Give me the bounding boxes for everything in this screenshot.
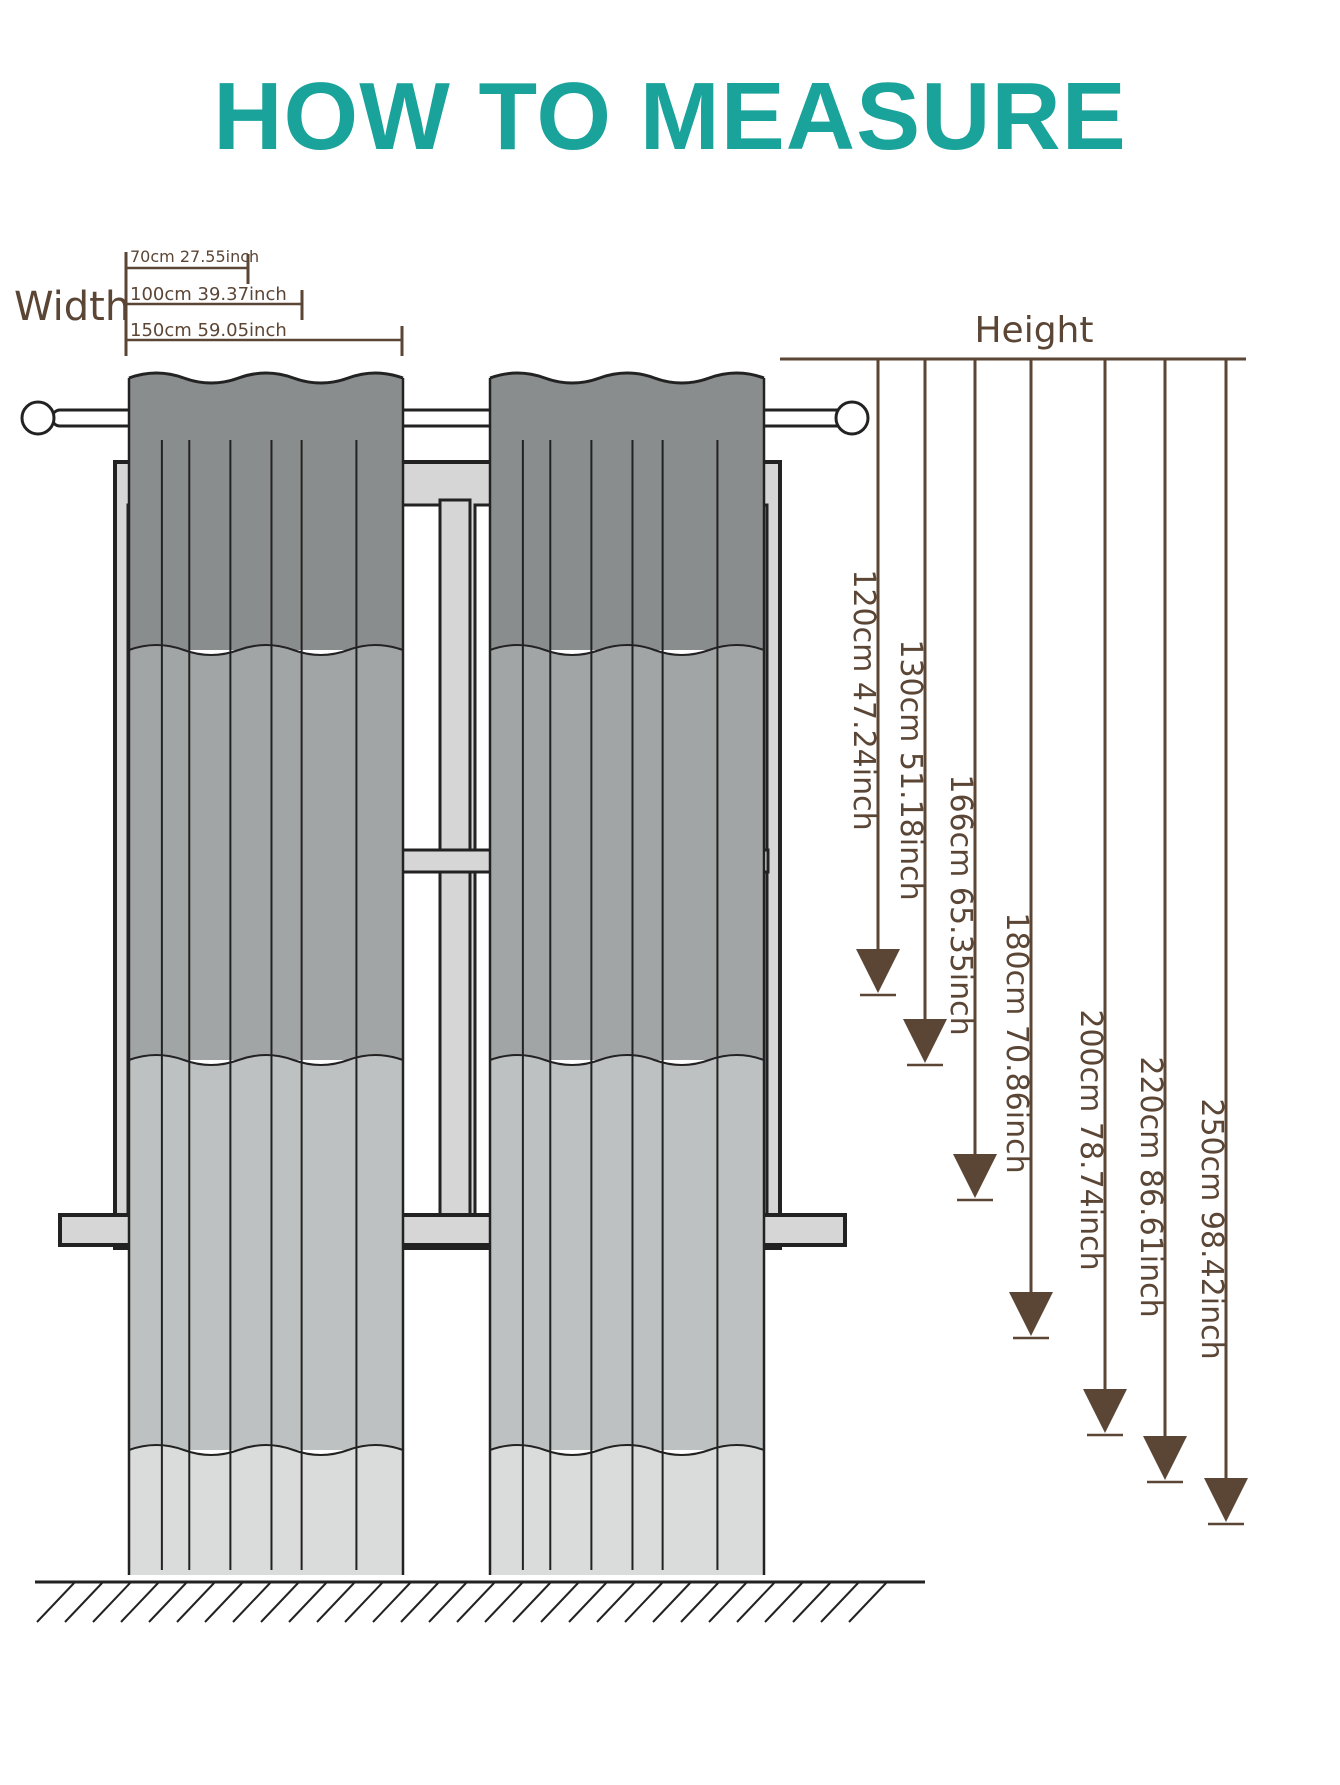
height-arrow-3: 166cm 65.35inch xyxy=(943,359,997,1202)
height-arrow-5: 200cm 78.74inch xyxy=(1073,359,1127,1437)
curtain-panels xyxy=(127,371,766,1575)
width-measurement: Width 70cm 27.55inch 100cm 39.37inch 150… xyxy=(14,247,404,356)
height-measurement: Height 120cm 47.24inch 130cm 51.18inch 166… xyxy=(780,310,1248,1526)
height-size-label: 250cm 98.42inch xyxy=(1194,1098,1229,1359)
height-arrow-2: 130cm 51.18inch xyxy=(893,359,947,1067)
curtain-panel-right xyxy=(488,371,766,1575)
floor xyxy=(35,1580,925,1623)
width-size-100cm: 100cm 39.37inch xyxy=(130,284,287,305)
height-size-label: 200cm 78.74inch xyxy=(1073,1009,1108,1270)
height-size-label: 180cm 70.86inch xyxy=(999,912,1034,1173)
height-size-label: 130cm 51.18inch xyxy=(893,639,928,900)
height-arrow-4: 180cm 70.86inch xyxy=(999,359,1053,1340)
height-size-label: 220cm 86.61inch xyxy=(1133,1056,1168,1317)
page-title: HOW TO MEASURE xyxy=(213,63,1127,170)
height-arrow-7: 250cm 98.42inch xyxy=(1194,359,1248,1526)
height-arrow-1: 120cm 47.24inch xyxy=(846,359,900,997)
height-size-label: 120cm 47.24inch xyxy=(846,569,881,830)
width-size-150cm: 150cm 59.05inch xyxy=(130,320,287,341)
width-label: Width xyxy=(14,284,130,330)
width-size-70cm: 70cm 27.55inch xyxy=(130,247,259,266)
height-size-label: 166cm 65.35inch xyxy=(943,774,978,1035)
curtain-panel-left xyxy=(127,371,405,1575)
height-label: Height xyxy=(974,310,1093,351)
height-arrow-6: 220cm 86.61inch xyxy=(1133,359,1187,1484)
